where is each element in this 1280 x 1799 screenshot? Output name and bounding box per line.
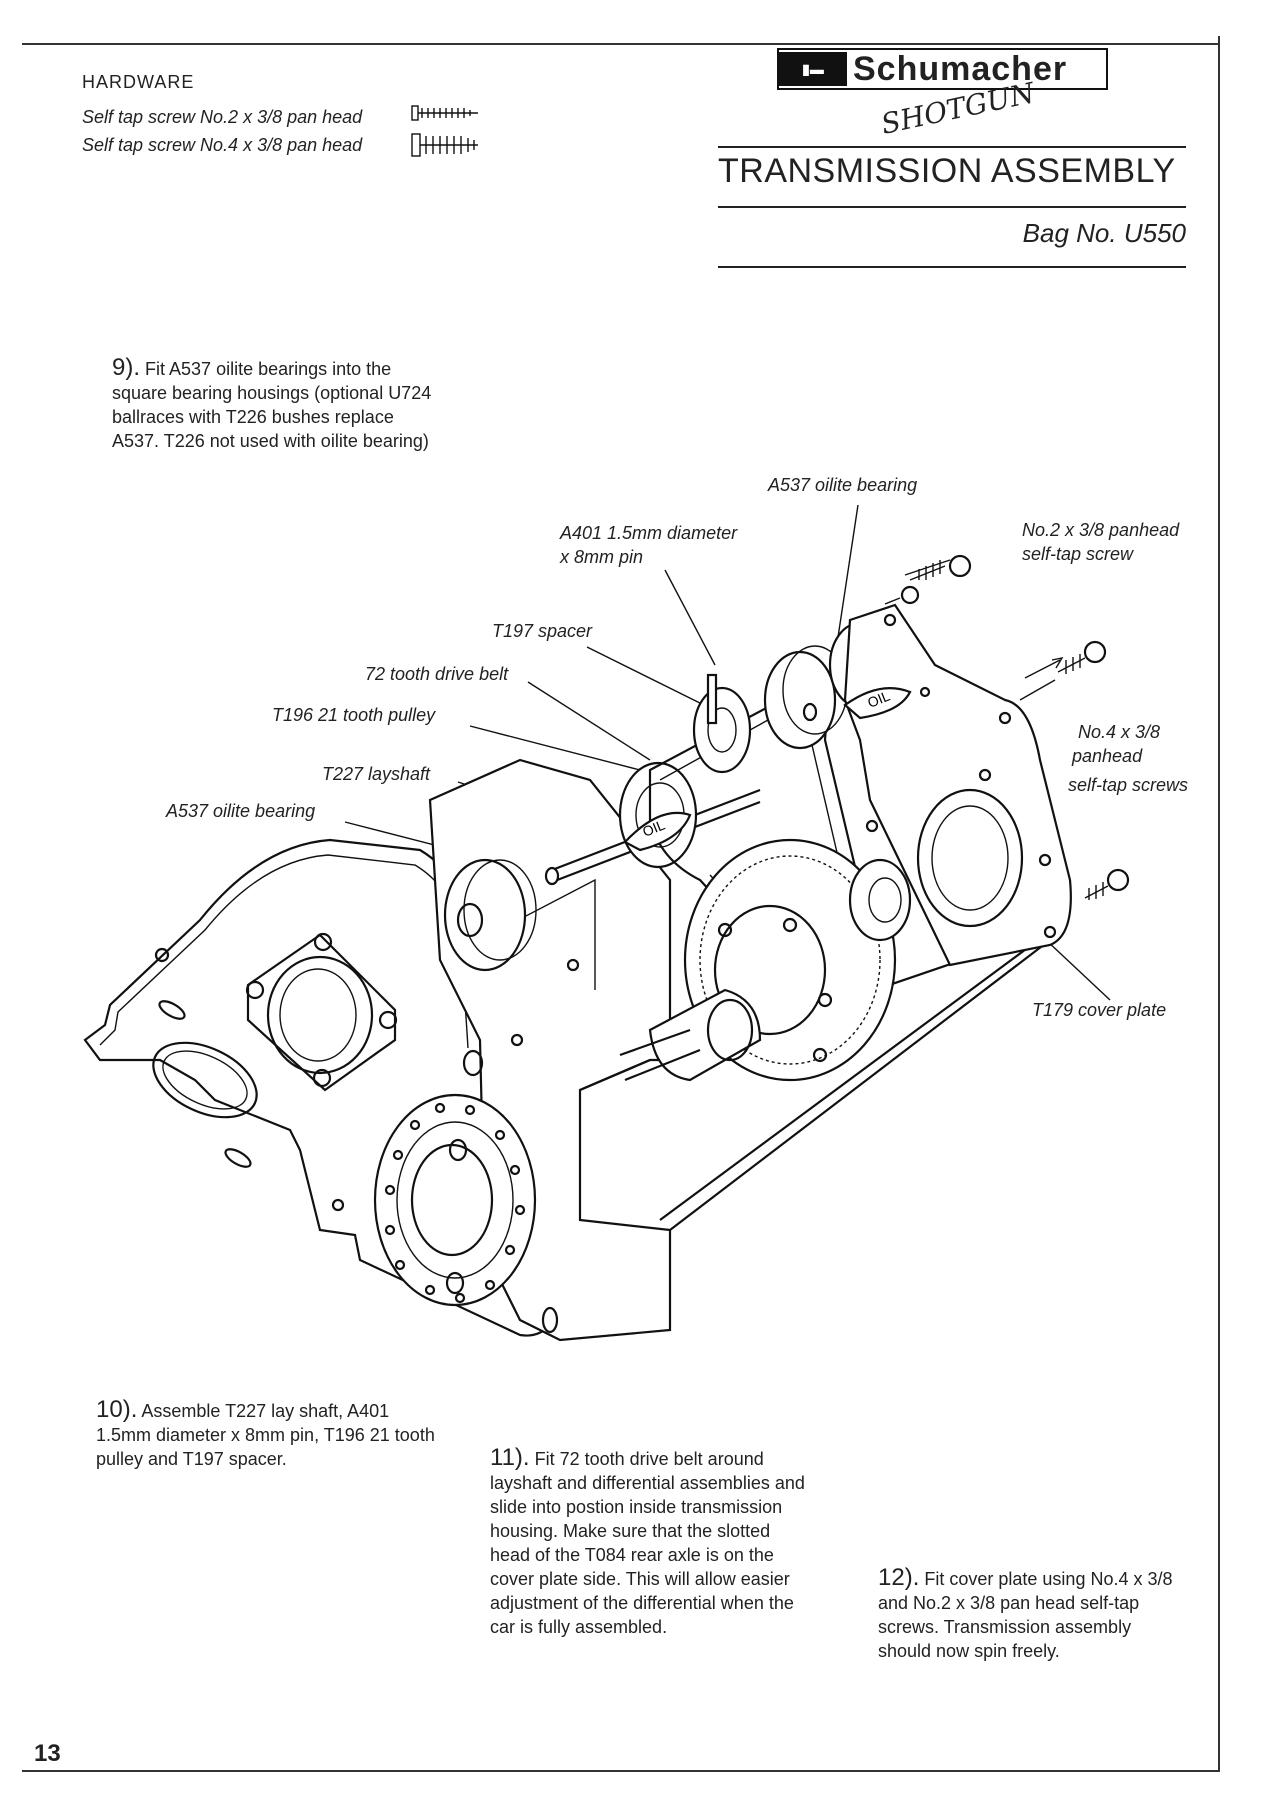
label-t196: T196 21 tooth pulley (272, 705, 436, 725)
brand-logo: ▮▬ Schumacher (777, 48, 1108, 90)
page-number: 13 (34, 1740, 61, 1767)
bag-number: Bag No. U550 (1022, 218, 1186, 248)
diff-outdrive-right (848, 858, 912, 942)
small-screw-icon (411, 105, 478, 121)
step-9-text: Fit A537 oilite bearings into the square… (112, 359, 432, 451)
label-no4-line1: No.4 x 3/8 (1078, 722, 1161, 742)
oil-tag-top (843, 687, 912, 720)
step-11: 11). Fit 72 tooth drive belt around lays… (490, 1446, 808, 1639)
bottom-border (22, 1770, 1220, 1772)
label-t197: T197 spacer (492, 621, 593, 641)
brand-logo-mark: ▮▬ (779, 52, 847, 86)
label-belt: 72 tooth drive belt (365, 664, 509, 684)
oil-label-top: OIL (865, 687, 892, 710)
screw-icons (411, 105, 478, 157)
step-11-text: Fit 72 tooth drive belt around layshaft … (490, 1449, 805, 1637)
step-10-number: 10). (96, 1396, 138, 1423)
step-11-number: 11). (490, 1444, 530, 1471)
step-12: 12). Fit cover plate using No.4 x 3/8 an… (878, 1566, 1188, 1663)
step-9-number: 9). (112, 354, 141, 381)
label-t179: T179 cover plate (1032, 1000, 1167, 1020)
a401-pin (706, 673, 718, 725)
label-no4-line2: panhead (1072, 746, 1143, 766)
screw-icon-no4-upper (1057, 640, 1107, 674)
bag-rule (718, 266, 1186, 268)
step-9: 9). Fit A537 oilite bearings into the sq… (112, 356, 432, 453)
page-title: TRANSMISSION ASSEMBLY (718, 152, 1176, 190)
outdrive-cup (648, 988, 762, 1082)
a537-left-bearing (443, 858, 527, 972)
step-10-text: Assemble T227 lay shaft, A401 1.5mm diam… (96, 1401, 435, 1469)
label-a401-line2: x 8mm pin (560, 547, 644, 567)
step-10: 10). Assemble T227 lay shaft, A401 1.5mm… (96, 1398, 436, 1471)
oil-tag-lower (623, 811, 692, 852)
label-a537-left: A537 oilite bearing (166, 801, 316, 821)
label-a401-line1: A401 1.5mm diameter (560, 523, 738, 543)
bearing-bore (266, 955, 374, 1075)
label-t227: T227 layshaft (322, 764, 431, 784)
hardware-item-no2: Self tap screw No.2 x 3/8 pan head (82, 107, 363, 127)
screw-icon-no4-lower (1084, 868, 1130, 900)
label-no2-line2: self-tap screw (1022, 544, 1134, 564)
screw-icon-no2-top (909, 554, 972, 581)
bolt-circle (384, 1102, 526, 1304)
diff-bearing-housing (373, 1093, 537, 1307)
label-no4-line3: self-tap screws (1068, 775, 1189, 795)
top-border (22, 43, 1220, 45)
large-screw-icon (411, 133, 478, 157)
label-no2-line1: No.2 x 3/8 panhead (1022, 520, 1180, 540)
step-12-text: Fit cover plate using No.4 x 3/8 and No.… (878, 1569, 1173, 1661)
oval-slot (152, 1041, 258, 1119)
label-a537-top: A537 oilite bearing (768, 475, 918, 495)
right-border (1218, 36, 1220, 1771)
screw-icon-no2-small (884, 585, 920, 605)
title-rule-bottom (718, 206, 1186, 208)
hardware-item-no4: Self tap screw No.4 x 3/8 pan head (82, 135, 363, 155)
t197-spacer (692, 686, 752, 774)
rear-axle (619, 1028, 701, 1082)
title-rule-top (718, 146, 1186, 148)
hardware-title: HARDWARE (82, 72, 195, 92)
a537-top-bearing (763, 650, 837, 750)
step-12-number: 12). (878, 1564, 920, 1591)
brand-name: Schumacher (853, 49, 1068, 88)
oil-label-lower: OIL (640, 816, 667, 839)
